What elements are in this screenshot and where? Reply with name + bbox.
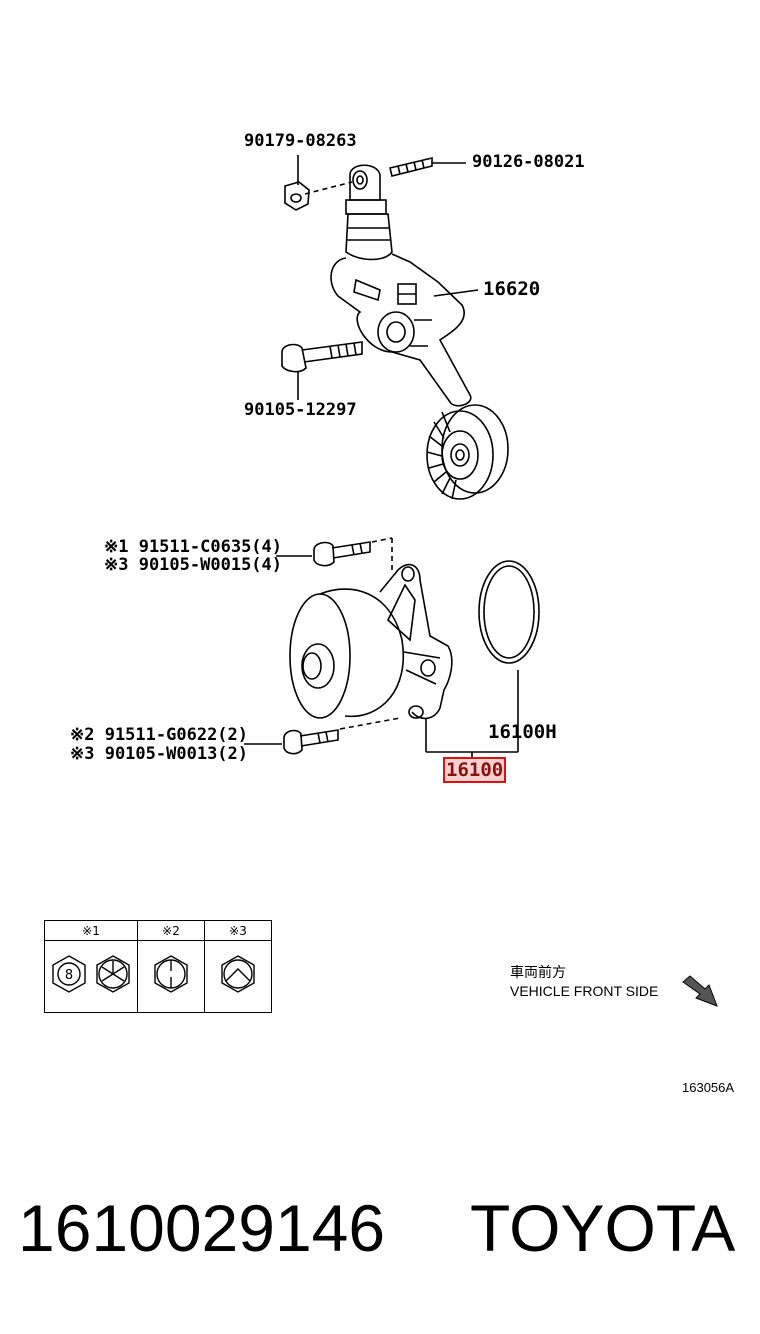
part-label-pump-bolt-upper-a[interactable]: ※1 91511-C0635(4) <box>104 537 283 557</box>
legend-header-1: ※1 <box>44 920 138 941</box>
bolt-head-legend: ※1 ※2 ※3 8 <box>44 920 272 1013</box>
part-label-pump-bolt-lower-a[interactable]: ※2 91511-G0622(2) <box>70 725 249 745</box>
water-pump <box>289 563 453 720</box>
pump-bolt-lower <box>283 729 339 755</box>
part-label-water-pump-highlighted[interactable]: 16100 <box>443 757 507 783</box>
legend-cell-3 <box>204 940 272 1013</box>
hex-number: 8 <box>65 968 73 983</box>
legend-cell-2 <box>137 940 205 1013</box>
pump-bolt-upper <box>313 541 371 567</box>
legend-cell-1: 8 <box>44 940 138 1013</box>
footer-brand: TOYOTA <box>470 1191 736 1265</box>
hex-8-icon: 8 <box>52 955 86 993</box>
part-label-pump-bolt-upper-b[interactable]: ※3 90105-W0015(4) <box>104 555 283 575</box>
hex-arrow-icon <box>221 955 255 993</box>
gasket-oring <box>478 560 540 664</box>
legend-header-3: ※3 <box>204 920 272 941</box>
stud-bolt <box>389 156 433 177</box>
diagram-id: 163056A <box>682 1080 735 1095</box>
part-label-tensioner-stud[interactable]: 90126-08021 <box>472 152 585 172</box>
flange-nut <box>284 181 310 211</box>
hex-bolt <box>281 341 363 373</box>
part-label-pump-bolt-lower-b[interactable]: ※3 90105-W0013(2) <box>70 744 249 764</box>
direction-label-en: VEHICLE FRONT SIDE <box>510 983 659 999</box>
hex-star-icon <box>96 955 130 993</box>
idler-pulley <box>426 404 509 500</box>
part-label-tensioner-bolt[interactable]: 90105-12297 <box>244 400 357 420</box>
direction-label-jp: 車両前方 <box>510 964 566 980</box>
arrow-down-right-icon <box>682 975 718 1007</box>
footer-part-number: 1610029146 <box>18 1191 386 1265</box>
hex-tri-icon <box>154 955 188 993</box>
part-label-gasket[interactable]: 16100H <box>488 721 557 743</box>
part-label-tensioner-nut[interactable]: 90179-08263 <box>244 131 357 151</box>
tensioner-body <box>330 164 472 407</box>
legend-header-2: ※2 <box>137 920 205 941</box>
part-label-tensioner-assembly[interactable]: 16620 <box>483 278 541 300</box>
